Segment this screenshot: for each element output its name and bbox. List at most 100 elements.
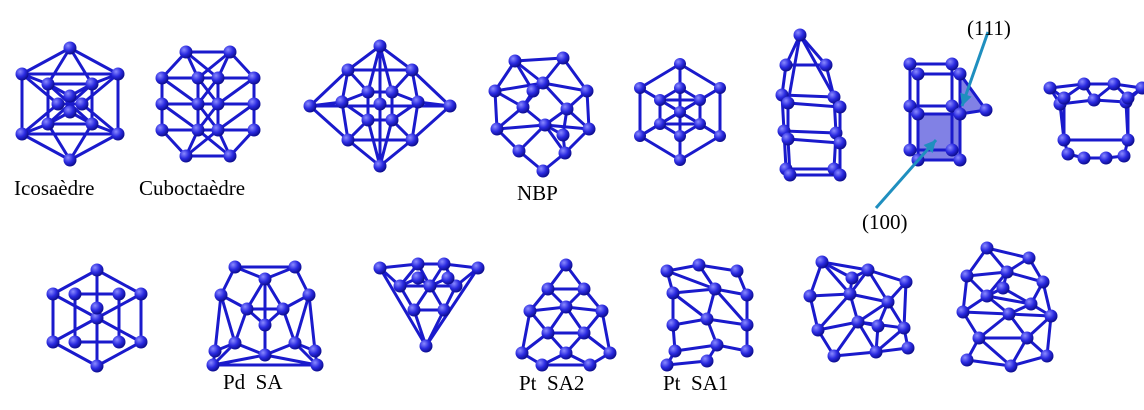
atom bbox=[91, 264, 104, 277]
atom bbox=[882, 296, 895, 309]
atom bbox=[693, 259, 706, 272]
atom bbox=[669, 345, 682, 358]
atom bbox=[559, 147, 572, 160]
atom bbox=[1122, 134, 1135, 147]
bond bbox=[162, 104, 198, 130]
amorphous-cluster-b bbox=[957, 242, 1058, 373]
atom bbox=[667, 287, 680, 300]
atom bbox=[674, 82, 686, 94]
atom bbox=[711, 339, 724, 352]
atom bbox=[828, 350, 841, 363]
atom bbox=[1005, 360, 1018, 373]
atom bbox=[224, 150, 237, 163]
atom bbox=[537, 165, 550, 178]
atom bbox=[215, 289, 228, 302]
elongated-bipyramid bbox=[304, 40, 457, 173]
atom bbox=[701, 355, 714, 368]
atom bbox=[524, 305, 537, 318]
atom bbox=[277, 303, 290, 316]
atom bbox=[846, 272, 859, 285]
atom bbox=[491, 123, 504, 136]
atom bbox=[634, 130, 646, 142]
atom bbox=[412, 96, 425, 109]
atom bbox=[560, 259, 573, 272]
atom bbox=[561, 103, 574, 116]
atom bbox=[517, 101, 530, 114]
atom bbox=[241, 303, 254, 316]
atom bbox=[1025, 298, 1038, 311]
atom bbox=[701, 313, 714, 326]
atom bbox=[16, 128, 29, 141]
atom bbox=[1023, 252, 1036, 265]
atom bbox=[870, 346, 883, 359]
atom bbox=[309, 345, 322, 358]
atom bbox=[509, 55, 522, 68]
bond bbox=[680, 64, 720, 88]
atom bbox=[804, 290, 817, 303]
atom bbox=[1118, 150, 1131, 163]
atom bbox=[1122, 92, 1135, 105]
atom bbox=[1078, 78, 1091, 91]
nbp-cluster bbox=[489, 52, 596, 178]
atom bbox=[42, 78, 55, 91]
atom bbox=[135, 336, 148, 349]
atom bbox=[336, 96, 349, 109]
atom bbox=[780, 59, 793, 72]
atom bbox=[1044, 82, 1057, 95]
atom bbox=[229, 337, 242, 350]
atom bbox=[560, 347, 573, 360]
bond bbox=[788, 103, 840, 107]
atom bbox=[1003, 308, 1016, 321]
atom bbox=[248, 72, 261, 85]
atom bbox=[224, 46, 237, 59]
atom bbox=[957, 306, 970, 319]
atom bbox=[156, 98, 169, 111]
atom bbox=[1037, 276, 1050, 289]
amorphous-cluster-a bbox=[804, 256, 915, 363]
atom bbox=[1108, 78, 1121, 91]
atom bbox=[113, 288, 126, 301]
pd-sa-cluster bbox=[207, 261, 324, 372]
atom bbox=[1058, 134, 1071, 147]
atom bbox=[583, 123, 596, 136]
atom bbox=[113, 336, 126, 349]
atom bbox=[444, 100, 457, 113]
bond bbox=[784, 131, 836, 133]
atom bbox=[362, 114, 375, 127]
atom bbox=[654, 118, 666, 130]
atom bbox=[212, 98, 225, 111]
atom bbox=[782, 97, 795, 110]
atom bbox=[86, 78, 99, 91]
bond bbox=[640, 64, 680, 88]
atom bbox=[259, 349, 272, 362]
atom bbox=[64, 106, 77, 119]
atom bbox=[812, 324, 825, 337]
atom bbox=[902, 342, 915, 355]
pt-sa1-cluster bbox=[661, 259, 754, 372]
atom bbox=[156, 72, 169, 85]
atom bbox=[52, 98, 65, 111]
atom bbox=[961, 270, 974, 283]
atom bbox=[1058, 92, 1071, 105]
atom bbox=[834, 101, 847, 114]
atom bbox=[527, 85, 540, 98]
atom bbox=[212, 124, 225, 137]
truncated-prism bbox=[1044, 78, 1144, 165]
atom bbox=[394, 280, 407, 293]
label-facet-111: (111) bbox=[967, 18, 1011, 39]
atom bbox=[834, 169, 847, 182]
atom bbox=[47, 288, 60, 301]
tower-cluster bbox=[776, 29, 847, 182]
atom bbox=[784, 169, 797, 182]
atom bbox=[259, 273, 272, 286]
atom bbox=[954, 108, 967, 121]
atom bbox=[654, 94, 666, 106]
atom bbox=[714, 130, 726, 142]
atom bbox=[91, 302, 104, 315]
label-pd-sa: Pd SA bbox=[223, 372, 283, 393]
atom bbox=[47, 336, 60, 349]
atom bbox=[539, 119, 552, 132]
atom bbox=[954, 68, 967, 81]
atom bbox=[731, 265, 744, 278]
